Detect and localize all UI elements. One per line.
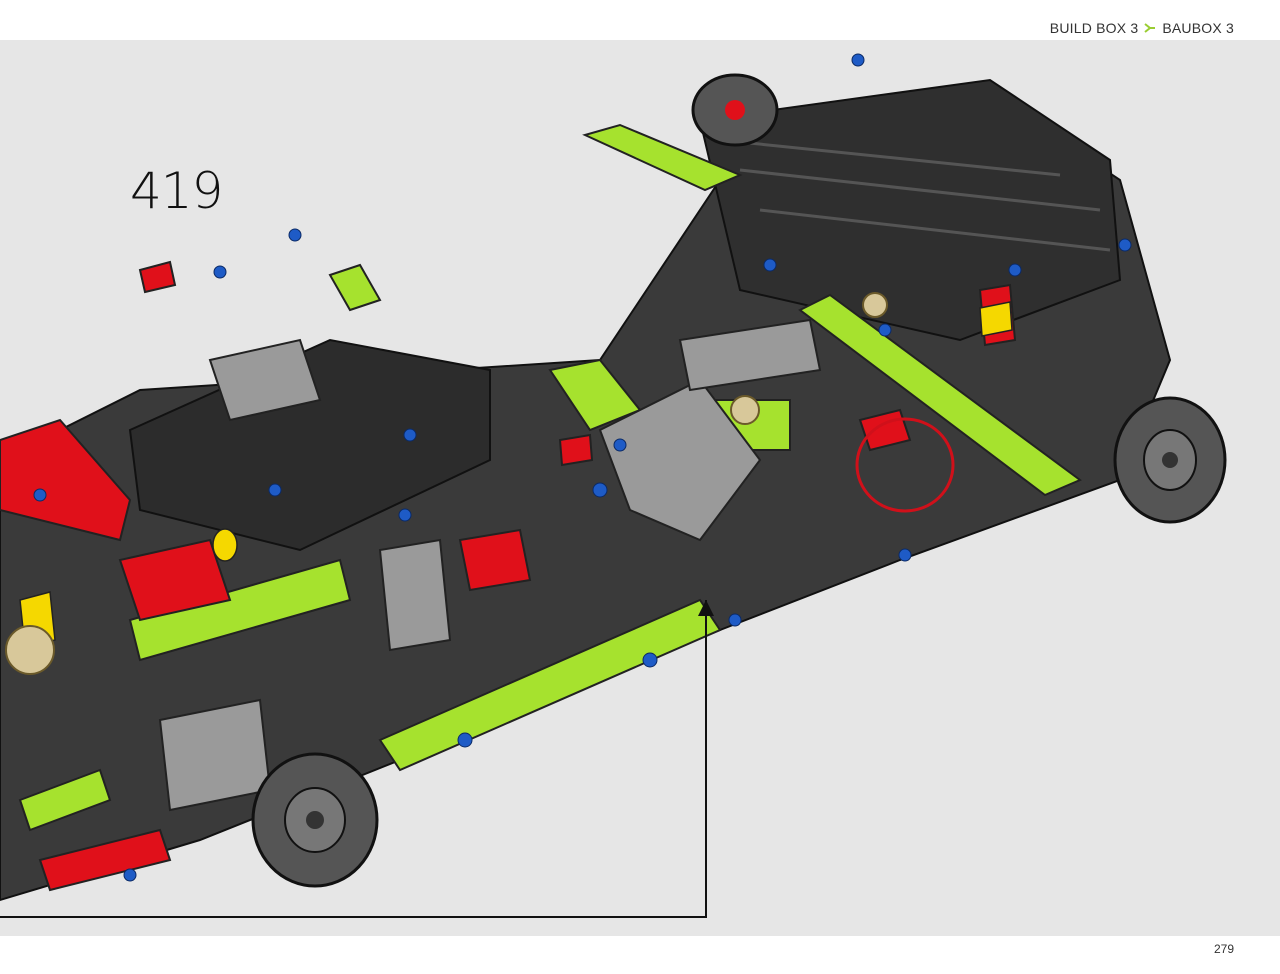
rear-hub xyxy=(251,752,379,888)
wheel-hubs xyxy=(251,73,1227,888)
breadcrumb: BUILD BOX 3 BAUBOX 3 xyxy=(1050,20,1234,36)
page-footer: 279 xyxy=(0,936,1280,974)
chevron-arrow-icon xyxy=(1144,23,1156,33)
model-illustration xyxy=(0,53,1227,918)
blue-pins xyxy=(33,53,1132,882)
instruction-panel: 419 xyxy=(0,40,1280,936)
baubox-label: BAUBOX 3 xyxy=(1162,20,1234,36)
highlight-circle xyxy=(855,417,955,513)
page-header: BUILD BOX 3 BAUBOX 3 xyxy=(0,0,1280,40)
front-left-hub xyxy=(691,73,779,147)
build-box-label: BUILD BOX 3 xyxy=(1049,20,1139,36)
grey-parts xyxy=(158,318,822,812)
step-number: 419 xyxy=(130,162,223,220)
page-number: 279 xyxy=(1213,942,1234,956)
gear-parts xyxy=(5,292,888,675)
front-right-hub xyxy=(1113,396,1227,524)
callout-arrow-icon xyxy=(0,600,714,918)
